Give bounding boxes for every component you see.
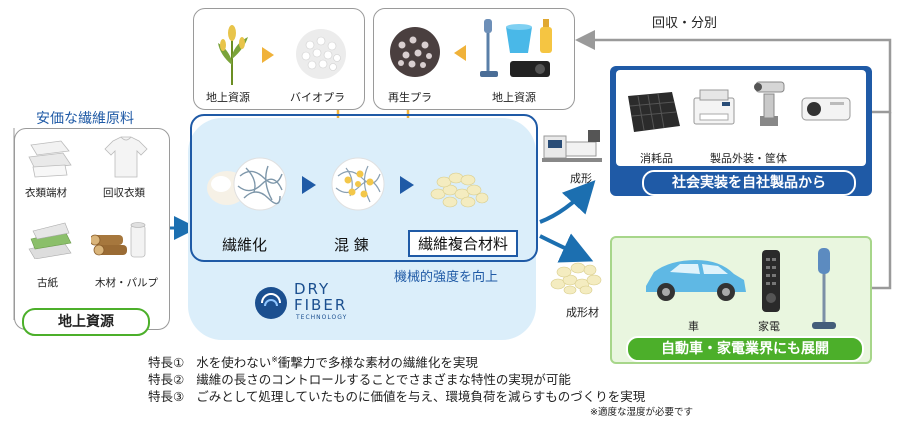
fiber-strands-icon <box>233 157 287 211</box>
raw-item-label-1: 回収衣類 <box>103 187 145 199</box>
feature-1-rest: 衝撃力で多様な素材の繊維化を実現 <box>277 355 478 370</box>
process-outline <box>190 114 538 262</box>
feature-1-sup: ※ <box>271 354 278 364</box>
raw-item-label-0: 衣類端材 <box>25 187 67 199</box>
consumable-tray-icon <box>628 92 680 132</box>
feature-line-1: 特長① 水を使わない※衝撃力で多様な素材の繊維化を実現 <box>148 352 478 371</box>
projector-icon <box>801 97 851 121</box>
arrow-left-icon <box>454 45 466 61</box>
logo-line1: DRY <box>294 280 331 298</box>
printer-icon <box>693 89 735 125</box>
feature-2-text: 繊維の長さのコントロールすることでさまざまな特性の実現が可能 <box>196 372 571 387</box>
molding-label: 成形 <box>570 172 592 185</box>
household-products-icon <box>480 19 552 77</box>
clothing-scraps-icon <box>28 140 72 178</box>
blue-panel-banner: 社会実装を自社製品から <box>642 170 856 196</box>
remote-control-icon <box>762 250 780 312</box>
plant-icon <box>218 25 248 85</box>
footnote: ※適度な湿度が必要です <box>590 407 693 418</box>
bioplastic-box: 地上資源 バイオプラ <box>193 8 365 110</box>
dry-fiber-logo-icon <box>255 287 287 319</box>
feature-3-prefix: 特長③ <box>148 389 185 404</box>
logo-line3: TECHNOLOGY <box>296 314 348 321</box>
blue-panel-item-0: 消耗品 <box>640 152 673 165</box>
feature-1-text: 水を使わない <box>196 355 272 370</box>
process-bubble <box>188 118 536 340</box>
feature-2-prefix: 特長② <box>148 372 185 387</box>
car-icon <box>646 260 746 301</box>
recovery-label: 回収・分別 <box>652 16 718 31</box>
blue-panel-item-1: 製品外装・筐体 <box>710 152 787 165</box>
bioplastic-pellets-icon <box>296 29 346 79</box>
step-composite-label: 繊維複合材料 <box>408 230 519 257</box>
feature-3-text: ごみとして処理していたものに価値を与え、環境負荷を減らすものづくりを実現 <box>196 389 646 404</box>
feature-line-3: 特長③ ごみとして処理していたものに価値を与え、環境負荷を減らすものづくりを実現 <box>148 386 645 405</box>
play-arrow-icon-2 <box>400 176 414 194</box>
play-arrow-icon <box>302 176 316 194</box>
recycled-pellets-icon <box>390 27 440 77</box>
arrow-right-icon <box>262 47 274 63</box>
raw-item-label-3: 木材・パルプ <box>95 277 158 289</box>
stick-vacuum-icon <box>812 248 836 329</box>
green-panel-banner: 自動車・家電業界にも展開 <box>626 336 864 362</box>
to-green-panel-arrow <box>539 233 594 263</box>
feature-line-2: 特長② 繊維の長さのコントロールすることでさまざまな特性の実現が可能 <box>148 369 571 388</box>
bioplastic-label: バイオプラ <box>290 91 345 104</box>
ground-resources-badge: 地上資源 <box>22 308 150 336</box>
to-blue-panel-arrow <box>539 180 596 224</box>
recovery-loop-line-lower <box>872 112 892 290</box>
recycled-source-label: 地上資源 <box>492 91 536 104</box>
molded-material-label: 成形材 <box>566 306 599 319</box>
recovery-loop-line <box>575 30 892 114</box>
kneading-icon <box>331 157 385 211</box>
cheap-fiber-heading: 安価な繊維原料 <box>36 111 134 127</box>
bioplastic-source-label: 地上資源 <box>206 91 250 104</box>
recycled-plastic-box: 再生プラ 地上資源 <box>373 8 575 110</box>
green-panel-item-1: 家電 <box>758 320 780 333</box>
recycled-plastic-label: 再生プラ <box>388 91 432 104</box>
step-fiberization-label: 繊維化 <box>222 236 268 254</box>
green-panel-item-0: 車 <box>688 320 699 333</box>
molding-machine-icon <box>542 130 602 162</box>
step-kneading-label: 混 錬 <box>334 236 369 254</box>
wood-logs-icon <box>91 222 146 258</box>
recycled-clothes-icon <box>104 136 148 178</box>
strength-note: 機械的強度を向上 <box>394 270 499 285</box>
logo-line2: FIBER <box>294 296 348 314</box>
robot-arm-icon <box>754 81 785 126</box>
waste-paper-icon <box>28 222 72 259</box>
feature-1-prefix: 特長① <box>148 355 185 370</box>
raw-item-label-2: 古紙 <box>37 277 58 289</box>
molded-material-icon <box>550 262 602 295</box>
composite-pellets-icon <box>430 172 489 208</box>
raw-materials-box: 衣類端材 回収衣類 古紙 木材・パルプ <box>14 128 170 330</box>
